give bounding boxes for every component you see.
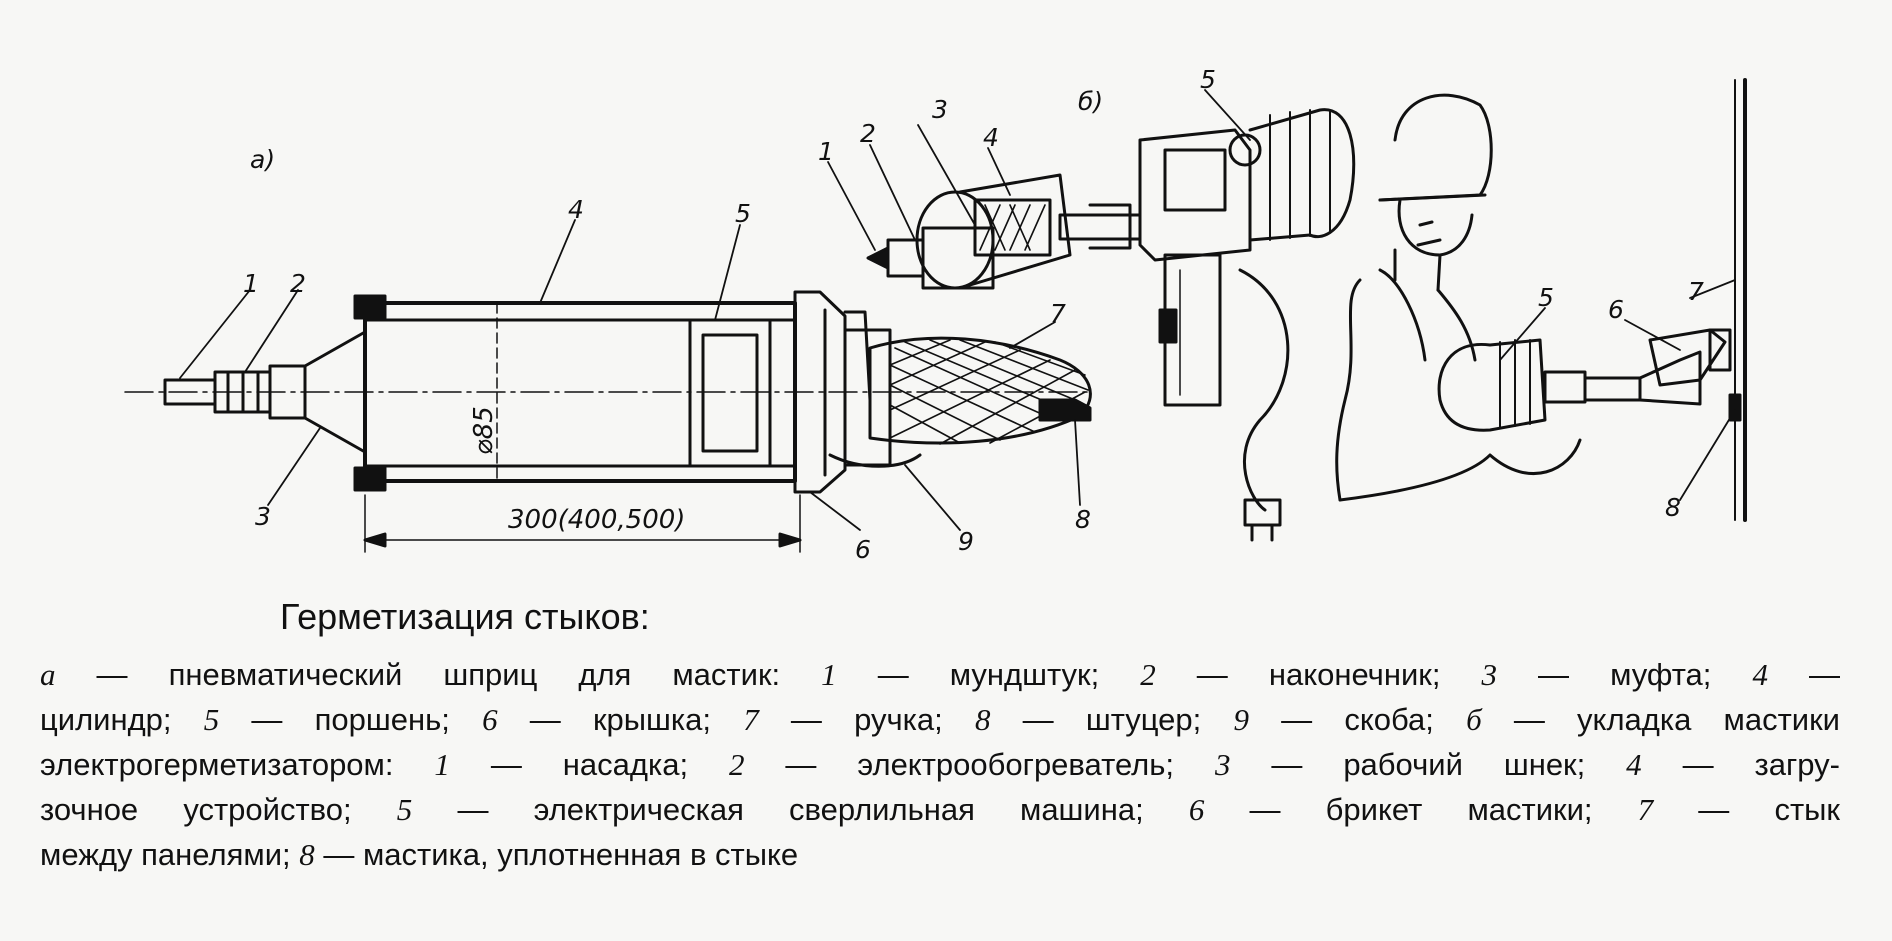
caption-key: 7 (743, 702, 759, 737)
caption-text: — ручка; (758, 702, 975, 737)
technical-figure: а) б) ⌀85 300(400,500) 1 2 3 4 5 6 7 8 9… (124, 65, 1747, 564)
caption-key: 3 (1214, 747, 1231, 782)
caption-text: — крышка; (497, 702, 744, 737)
caption-text: — наконечник; (1155, 657, 1482, 692)
caption-key: 4 (1626, 747, 1642, 782)
callout-a-5: 5 (735, 199, 751, 228)
callout-a-1: 1 (243, 269, 259, 298)
caption-title: Герметизация стыков: (280, 596, 650, 637)
caption-key: 6 (1188, 792, 1205, 827)
caption-key: а (40, 657, 56, 692)
caption-text: электрогерметизатором: (40, 747, 435, 782)
caption-text: — мундштук; (836, 657, 1141, 692)
callout-b-1: 1 (818, 137, 834, 166)
caption-body: а — пневматический шприц для мастик: 1 —… (40, 652, 1840, 877)
panel-b-label: б) (1078, 87, 1103, 116)
caption-key: 5 (396, 792, 413, 827)
caption-key: 8 (299, 837, 315, 872)
callout-b-6: 6 (1608, 295, 1624, 324)
caption-key: 5 (203, 702, 220, 737)
caption-key: 6 (482, 702, 498, 737)
callout-a-6: 6 (855, 535, 871, 564)
caption-text: зочное устройство; (40, 792, 397, 827)
caption-text: — загру- (1641, 747, 1841, 782)
callout-b-3: 3 (932, 95, 948, 124)
electro-sealer-drawing (827, 78, 1747, 542)
caption-key: 1 (434, 747, 450, 782)
caption-text: — рабочий шнек; (1230, 747, 1627, 782)
callout-b-8: 8 (1665, 493, 1681, 522)
callout-a-8: 8 (1075, 505, 1091, 534)
caption-key: 2 (728, 747, 745, 782)
caption-key: 7 (1637, 792, 1654, 827)
caption-text: между панелями; (40, 837, 300, 872)
panel-a-label: а) (250, 145, 275, 174)
callout-a-9: 9 (958, 527, 974, 556)
caption-text: — пневматический шприц для мастик: (55, 657, 822, 692)
callout-b-5-drill: 5 (1200, 65, 1216, 94)
callout-a-7: 7 (1050, 299, 1066, 328)
caption-text: — брикет мастики; (1204, 792, 1638, 827)
callout-a-3: 3 (255, 502, 271, 531)
caption-key: 4 (1752, 657, 1768, 692)
callout-b-7: 7 (1688, 277, 1704, 306)
caption-key: 2 (1140, 657, 1156, 692)
caption-key: 9 (1233, 702, 1249, 737)
caption-text: — скоба; (1248, 702, 1467, 737)
caption-line: между панелями; 8 — мастика, уплотненная… (40, 832, 1840, 877)
caption-text: — муфта; (1496, 657, 1753, 692)
caption-key: 1 (821, 657, 837, 692)
caption-text: — насадка; (449, 747, 729, 782)
caption-line: зочное устройство; 5 — электрическая све… (40, 787, 1840, 832)
caption-text: — мастика, уплотненная в стыке (314, 837, 799, 872)
callout-b-2: 2 (860, 119, 876, 148)
diameter-dimension: ⌀85 (469, 406, 499, 455)
caption-line: а — пневматический шприц для мастик: 1 —… (40, 652, 1840, 697)
callout-b-4: 4 (983, 123, 999, 152)
callout-b-5-hand: 5 (1538, 283, 1554, 312)
caption-line: цилиндр; 5 — поршень; 6 — крышка; 7 — ру… (40, 697, 1840, 742)
caption-key: 8 (974, 702, 991, 737)
caption-text: — электрообогреватель; (744, 747, 1215, 782)
length-dimension: 300(400,500) (508, 505, 685, 535)
caption-text: цилиндр; (40, 702, 204, 737)
callout-a-2: 2 (290, 269, 306, 298)
caption-key: 3 (1481, 657, 1497, 692)
caption-text: — штуцер; (990, 702, 1234, 737)
caption-key: б (1466, 702, 1482, 737)
caption-text: — электрическая сверлильная машина; (412, 792, 1189, 827)
caption-text: — поршень; (219, 702, 483, 737)
caption-text: — укладка мастики (1481, 702, 1840, 737)
caption-text: — стык (1653, 792, 1840, 827)
caption-line: электрогерметизатором: 1 — насадка; 2 — … (40, 742, 1840, 787)
pneumatic-syringe-drawing (124, 219, 1092, 553)
callout-a-4: 4 (568, 195, 584, 224)
caption-text: — (1767, 657, 1840, 692)
